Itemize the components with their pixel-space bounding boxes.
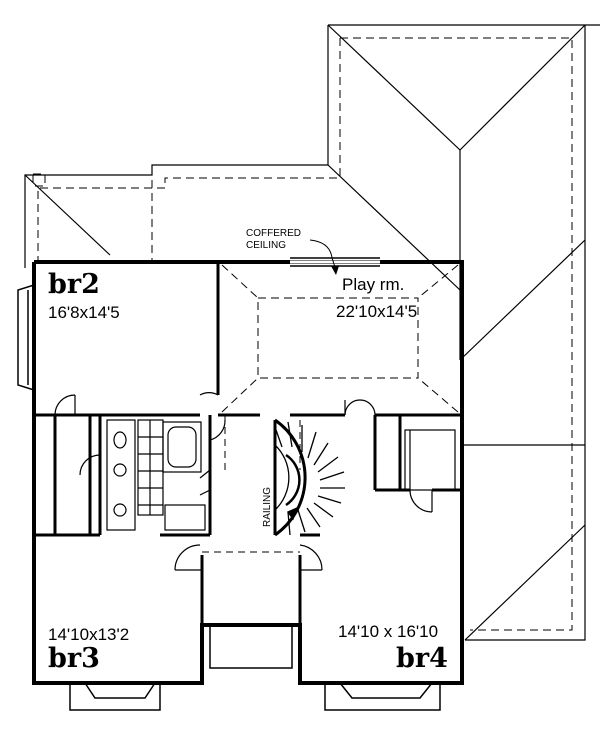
- br3-dims: 14'10x13'2: [48, 625, 129, 644]
- bathroom: [106, 419, 211, 531]
- playroom-dims: 22'10x14'5: [336, 302, 417, 321]
- closet-br4: [404, 429, 456, 491]
- br3-label: br3: [48, 643, 100, 674]
- roof-lines: [24, 24, 600, 641]
- br2-label: br2: [48, 269, 100, 300]
- arrow-head: [331, 266, 339, 275]
- coffered-ceiling: [221, 264, 459, 413]
- coffered-label-line2: CEILING: [246, 240, 286, 251]
- roof-dashed: [32, 37, 573, 631]
- door-swings: [54, 391, 433, 571]
- bay-windows: [17, 257, 441, 711]
- railing-label: RAILING: [262, 487, 273, 527]
- br4-dims: 14'10 x 16'10: [338, 622, 438, 641]
- coffered-ceiling-arrow: [309, 239, 337, 271]
- br2-dims: 16'8x14'5: [48, 303, 120, 322]
- br4-label: br4: [396, 643, 448, 674]
- playroom-label: Play rm.: [342, 275, 404, 294]
- spiral-stair: [273, 418, 345, 537]
- hall-dashed: [202, 415, 301, 553]
- exterior-walls: [32, 260, 464, 685]
- interior-walls: [34, 262, 462, 625]
- coffered-label-line1: COFFERED: [246, 228, 301, 239]
